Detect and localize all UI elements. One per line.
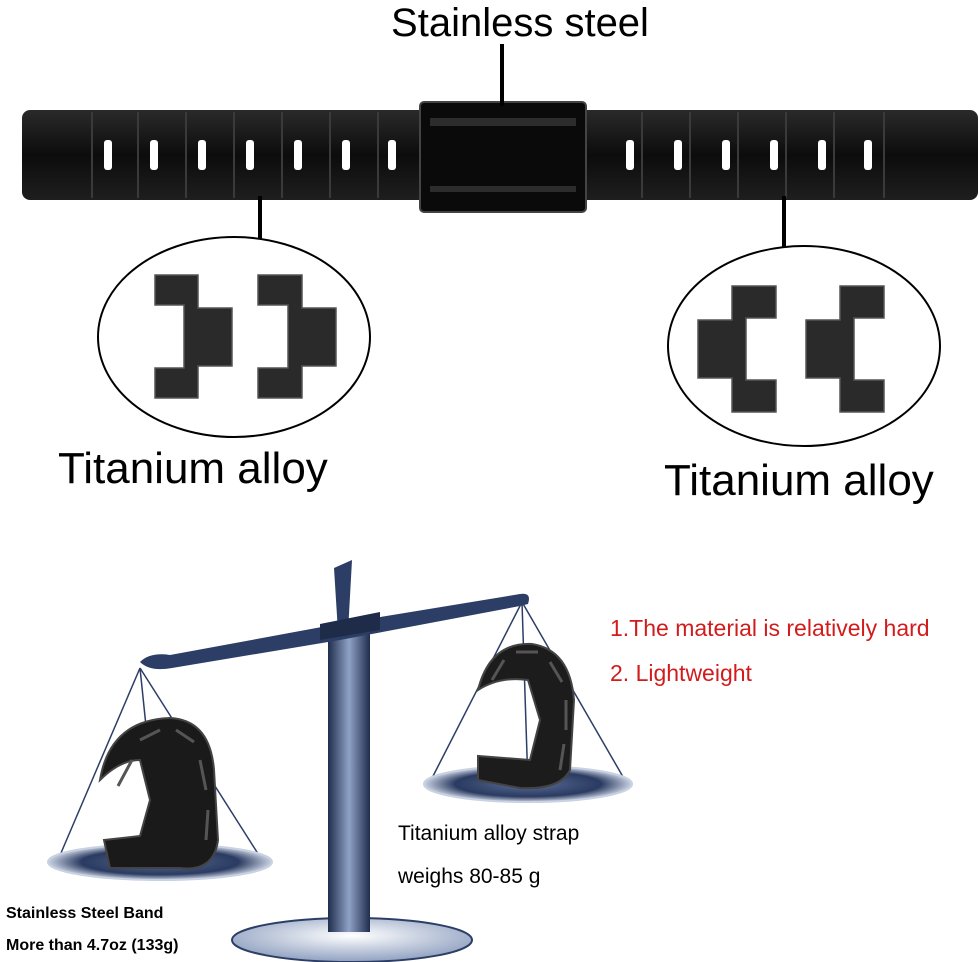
- steel-caption-line2: More than 4.7oz (133g): [6, 937, 179, 954]
- label-titanium-left: Titanium alloy: [58, 444, 328, 493]
- link-piece-icon: [667, 245, 941, 447]
- titanium-caption-line2: weighs 80-85 g: [398, 865, 541, 888]
- titanium-caption-line1: Titanium alloy strap: [398, 822, 580, 845]
- watch-band-icon: [22, 101, 978, 213]
- feature-hard: 1.The material is relatively hard: [610, 615, 930, 641]
- watch-band-icon: [476, 642, 576, 790]
- link-piece-icon: [97, 236, 371, 438]
- watch-band-icon: [98, 716, 220, 870]
- feature-lightweight: 2. Lightweight: [610, 660, 752, 686]
- steel-caption-line1: Stainless Steel Band: [6, 905, 164, 922]
- label-titanium-right: Titanium alloy: [664, 456, 934, 505]
- label-stainless-steel: Stainless steel: [391, 1, 649, 45]
